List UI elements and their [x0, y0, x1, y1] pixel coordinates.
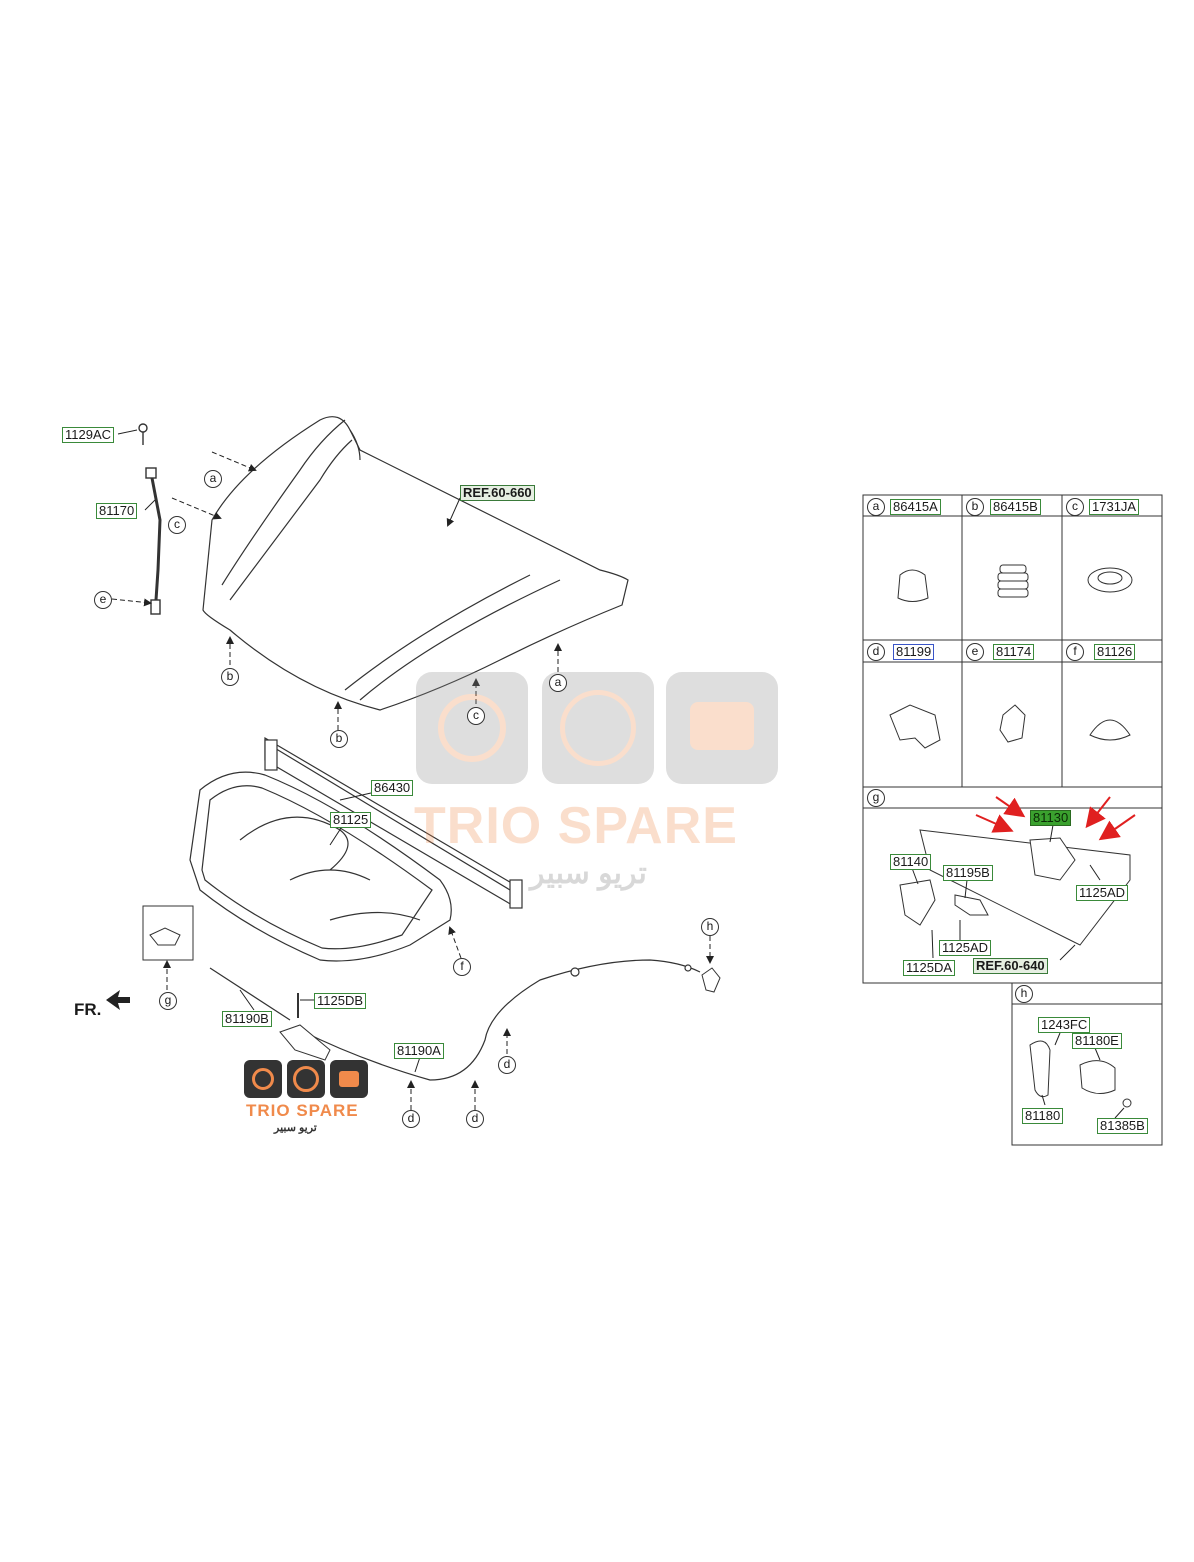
- grommet-c: [1087, 567, 1133, 593]
- label-81190b[interactable]: 81190B: [222, 1011, 272, 1027]
- callout-a-top[interactable]: a: [204, 470, 222, 488]
- weatherstrip: [264, 736, 523, 909]
- cell-b-letter: b: [966, 498, 984, 516]
- g-part-bolt-bottom[interactable]: 1125AD: [939, 940, 992, 956]
- g-part-ref[interactable]: REF.60-640: [973, 958, 1048, 974]
- clip-f: [1089, 719, 1131, 741]
- label-81170[interactable]: 81170: [96, 503, 138, 519]
- callout-b-mid[interactable]: b: [330, 730, 348, 748]
- bracket-81140: [899, 879, 936, 926]
- cell-a-letter: a: [867, 498, 885, 516]
- g-part-bracket[interactable]: 81140: [890, 854, 932, 870]
- cell-f-letter: f: [1066, 643, 1084, 661]
- watermark-arabic-small: تريو سبير: [274, 1122, 317, 1134]
- lever-81195b: [954, 894, 989, 916]
- label-81125[interactable]: 81125: [330, 812, 372, 828]
- label-1129ac[interactable]: 1129AC: [62, 427, 115, 443]
- insulator-pad: [189, 771, 452, 962]
- watermark-small: TRIO SPARE تريو سبير: [244, 1060, 370, 1136]
- h-part-screw[interactable]: 1243FC: [1038, 1017, 1091, 1033]
- clip-d: [889, 704, 941, 749]
- callout-d-right[interactable]: d: [498, 1056, 516, 1074]
- bumper-stopper-a: [897, 569, 929, 602]
- callout-d-left[interactable]: d: [402, 1110, 420, 1128]
- cell-a-part[interactable]: 86415A: [890, 499, 941, 515]
- gauge-icon: [416, 672, 528, 784]
- label-ref-hood[interactable]: REF.60-660: [460, 485, 535, 501]
- g-part-lever[interactable]: 81195B: [943, 865, 993, 881]
- watermark-arabic: تريو سبير: [530, 857, 647, 890]
- handle-81180: [1029, 1040, 1051, 1098]
- latch-81130: [1029, 837, 1076, 881]
- clip-e: [999, 704, 1026, 743]
- cell-f-part[interactable]: 81126: [1094, 644, 1136, 660]
- cell-d-part[interactable]: 81199: [893, 644, 935, 660]
- gauge-icon: [244, 1060, 282, 1098]
- label-1125db[interactable]: 1125DB: [314, 993, 367, 1009]
- callout-e[interactable]: e: [94, 591, 112, 609]
- g-part-latch[interactable]: 81130: [1030, 810, 1072, 826]
- cell-e-letter: e: [966, 643, 984, 661]
- cell-h-letter: h: [1015, 985, 1033, 1003]
- highlight-arrows: [975, 796, 1136, 841]
- engine-icon: [666, 672, 778, 784]
- h-part-handle[interactable]: 81180: [1022, 1108, 1064, 1124]
- front-arrow-icon: [106, 990, 130, 1010]
- callout-c-left[interactable]: c: [168, 516, 186, 534]
- h-part-cap[interactable]: 81385B: [1097, 1118, 1148, 1134]
- cell-b-part[interactable]: 86415B: [990, 499, 1041, 515]
- callout-h[interactable]: h: [701, 918, 719, 936]
- g-part-bolt-right[interactable]: 1125AD: [1076, 885, 1129, 901]
- speedometer-icon: [287, 1060, 325, 1098]
- cell-c-letter: c: [1066, 498, 1084, 516]
- parts-table: [862, 494, 1163, 1146]
- cell-d-letter: d: [867, 643, 885, 661]
- callout-a-right[interactable]: a: [549, 674, 567, 692]
- callout-g[interactable]: g: [159, 992, 177, 1010]
- bumper-stopper-b: [997, 564, 1029, 598]
- watermark-brand: TRIO SPARE: [414, 797, 738, 855]
- hood-support-rod: [138, 423, 162, 615]
- housing-81180e: [1079, 1060, 1116, 1094]
- cell-g-letter: g: [867, 789, 885, 807]
- hood-panel: [202, 416, 629, 711]
- callout-d-mid[interactable]: d: [466, 1110, 484, 1128]
- callout-c-mid[interactable]: c: [467, 707, 485, 725]
- g-part-nut[interactable]: 1125DA: [903, 960, 956, 976]
- cell-c-part[interactable]: 1731JA: [1089, 499, 1140, 515]
- engine-icon: [330, 1060, 368, 1098]
- callout-b-left[interactable]: b: [221, 668, 239, 686]
- label-front: FR.: [74, 1000, 102, 1019]
- label-81190a[interactable]: 81190A: [394, 1043, 444, 1059]
- release-lever-bracket: [279, 1024, 331, 1061]
- h-part-housing[interactable]: 81180E: [1072, 1033, 1122, 1049]
- label-86430[interactable]: 86430: [371, 780, 414, 796]
- release-cable: [209, 959, 701, 1081]
- callout-f[interactable]: f: [453, 958, 471, 976]
- watermark-brand-small: TRIO SPARE: [246, 1101, 359, 1120]
- watermark-large: TRIO SPARE تريو سبير: [410, 668, 790, 898]
- cell-e-part[interactable]: 81174: [993, 644, 1035, 660]
